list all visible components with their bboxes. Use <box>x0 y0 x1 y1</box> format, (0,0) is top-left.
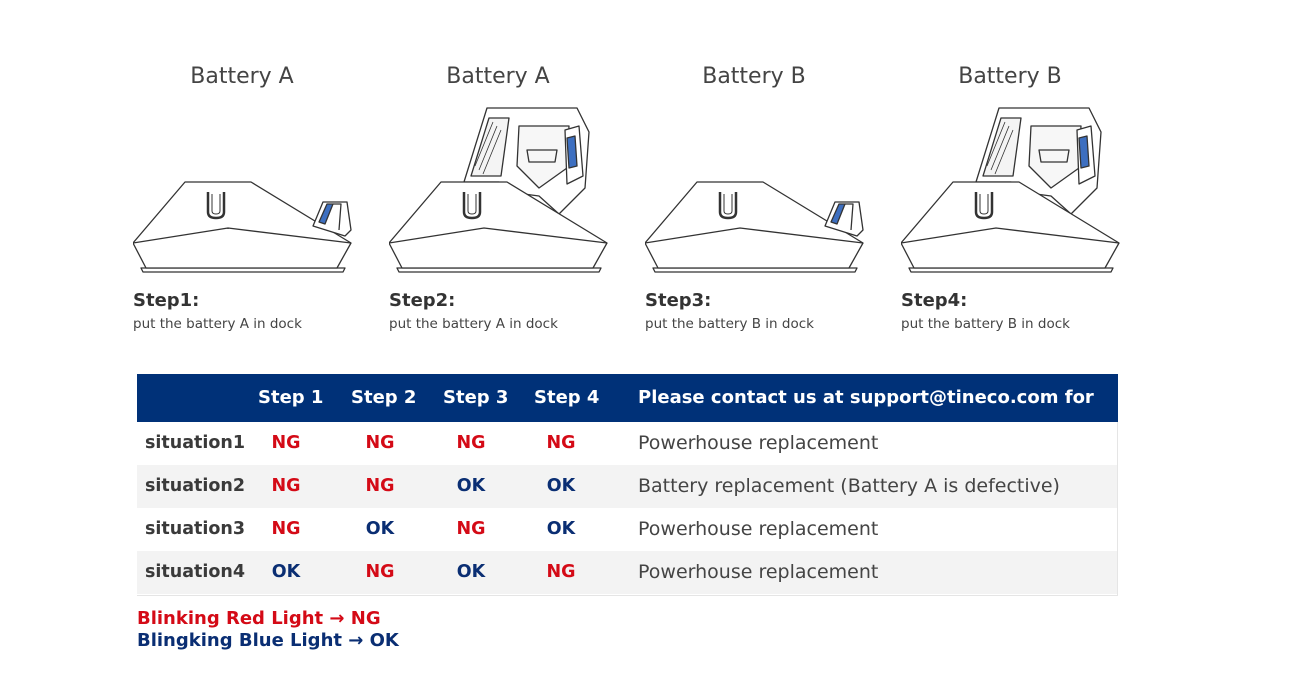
legend-red-light: Blinking Red Light → NG <box>137 608 381 629</box>
step-title: Step2: <box>389 290 456 311</box>
step-status: OK <box>546 476 576 496</box>
table-row: situation4 OK NG OK NG Powerhouse replac… <box>137 551 1117 594</box>
step-status: NG <box>365 433 395 453</box>
recommended-action: Powerhouse replacement <box>638 561 879 583</box>
step-description: put the battery A in dock <box>389 316 558 332</box>
step-status: OK <box>546 519 576 539</box>
step-description: put the battery B in dock <box>901 316 1070 332</box>
dock-with-vacuum-illustration <box>901 107 1120 273</box>
step-status: NG <box>546 433 576 453</box>
step-status: NG <box>365 562 395 582</box>
step-status: NG <box>456 433 486 453</box>
panel-title: Battery B <box>702 64 806 89</box>
step-title: Step4: <box>901 290 968 311</box>
situation-label: situation4 <box>145 562 246 582</box>
step-status: NG <box>365 476 395 496</box>
panel-title: Battery A <box>446 64 550 89</box>
step-status: OK <box>365 519 395 539</box>
legend-blue-light: Blingking Blue Light → OK <box>137 630 399 651</box>
step-status: NG <box>271 476 301 496</box>
header-step-3: Step 3 <box>443 387 509 408</box>
header-step-2: Step 2 <box>351 387 417 408</box>
situation-label: situation2 <box>145 476 246 496</box>
table-row: situation2 NG NG OK OK Battery replaceme… <box>137 465 1117 508</box>
panel-title: Battery B <box>958 64 1062 89</box>
step-title: Step1: <box>133 290 200 311</box>
step-status: NG <box>271 433 301 453</box>
table-row: situation1 NG NG NG NG Powerhouse replac… <box>137 422 1117 465</box>
dock-with-vacuum-illustration <box>389 107 608 273</box>
recommended-action: Battery replacement (Battery A is defect… <box>638 475 1060 497</box>
step-status: OK <box>456 476 486 496</box>
table-row: situation3 NG OK NG OK Powerhouse replac… <box>137 508 1117 551</box>
situation-label: situation3 <box>145 519 246 539</box>
header-contact: Please contact us at support@tineco.com … <box>638 387 1094 408</box>
header-step-4: Step 4 <box>534 387 600 408</box>
dock-with-battery-illustration <box>133 181 352 273</box>
step-description: put the battery B in dock <box>645 316 814 332</box>
panel-title: Battery A <box>190 64 294 89</box>
recommended-action: Powerhouse replacement <box>638 432 879 454</box>
troubleshooting-table: Step 1 Step 2 Step 3 Step 4 Please conta… <box>137 374 1118 596</box>
table-header: Step 1 Step 2 Step 3 Step 4 Please conta… <box>137 374 1118 422</box>
step-status: OK <box>271 562 301 582</box>
step-title: Step3: <box>645 290 712 311</box>
step-status: NG <box>456 519 486 539</box>
step-status: NG <box>546 562 576 582</box>
situation-label: situation1 <box>145 433 246 453</box>
recommended-action: Powerhouse replacement <box>638 518 879 540</box>
step-status: OK <box>456 562 486 582</box>
header-step-1: Step 1 <box>258 387 324 408</box>
step-status: NG <box>271 519 301 539</box>
dock-with-battery-illustration <box>645 181 864 273</box>
step-description: put the battery A in dock <box>133 316 302 332</box>
